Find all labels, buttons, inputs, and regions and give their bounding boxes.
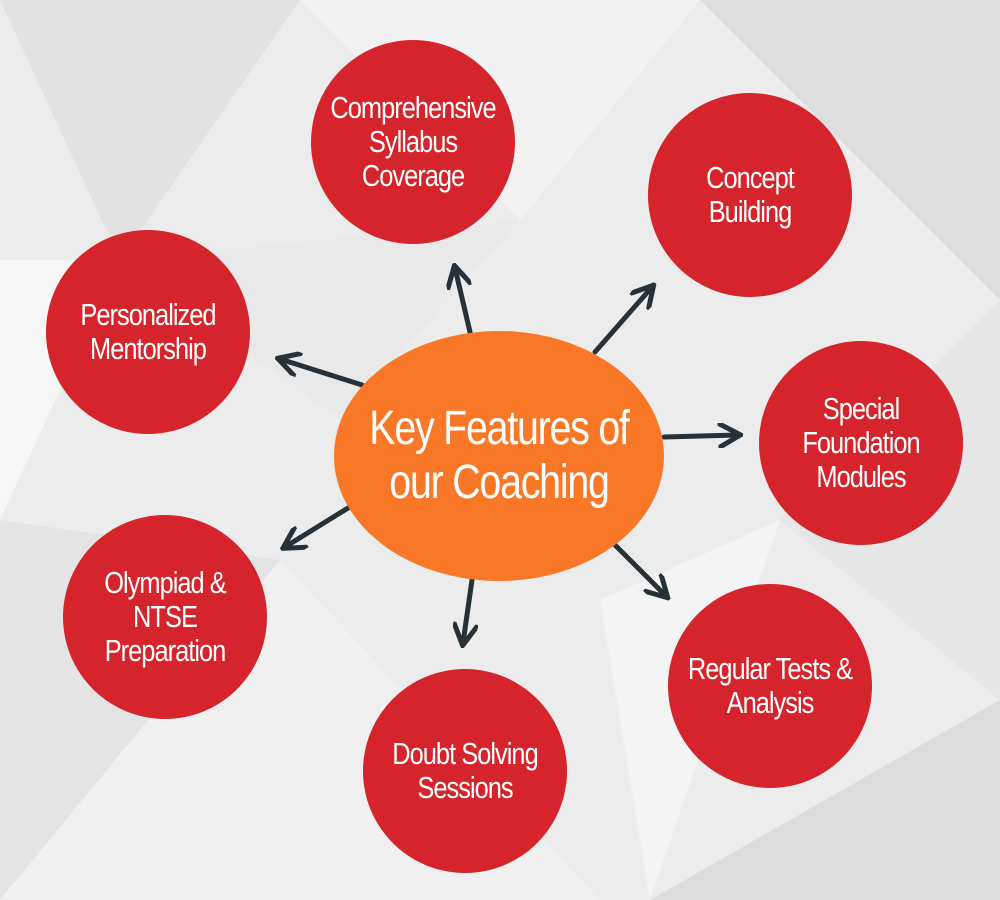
- feature-syllabus-coverage: Comprehensive Syllabus Coverage: [311, 40, 515, 244]
- arrow-to-doubt: [463, 577, 472, 643]
- arrow-to-syllabus: [455, 268, 473, 335]
- feature-olympiad-ntse: Olympiad & NTSE Preparation: [63, 515, 267, 719]
- arrow-to-olympiad: [285, 505, 351, 547]
- arrow-to-foundation: [661, 435, 738, 437]
- feature-label: Doubt Solving Sessions: [392, 736, 538, 805]
- feature-label: Comprehensive Syllabus Coverage: [330, 90, 496, 193]
- center-title: Key Features of our Coaching: [369, 402, 630, 509]
- feature-doubt-solving: Doubt Solving Sessions: [363, 669, 567, 873]
- center-hub: Key Features of our Coaching: [334, 331, 664, 581]
- arrow-to-tests: [612, 542, 666, 596]
- arrow-to-concept: [592, 287, 652, 355]
- feature-personalized-mentorship: Personalized Mentorship: [46, 230, 250, 434]
- feature-concept-building: Concept Building: [648, 93, 852, 297]
- feature-label: Regular Tests & Analysis: [687, 651, 853, 720]
- arrow-to-mentorship: [280, 359, 365, 388]
- feature-label: Personalized Mentorship: [80, 297, 216, 366]
- feature-label: Olympiad & NTSE Preparation: [104, 565, 227, 668]
- feature-label: Concept Building: [706, 160, 795, 229]
- feature-foundation-modules: Special Foundation Modules: [759, 341, 963, 545]
- feature-label: Special Foundation Modules: [802, 391, 920, 494]
- feature-regular-tests: Regular Tests & Analysis: [668, 584, 872, 788]
